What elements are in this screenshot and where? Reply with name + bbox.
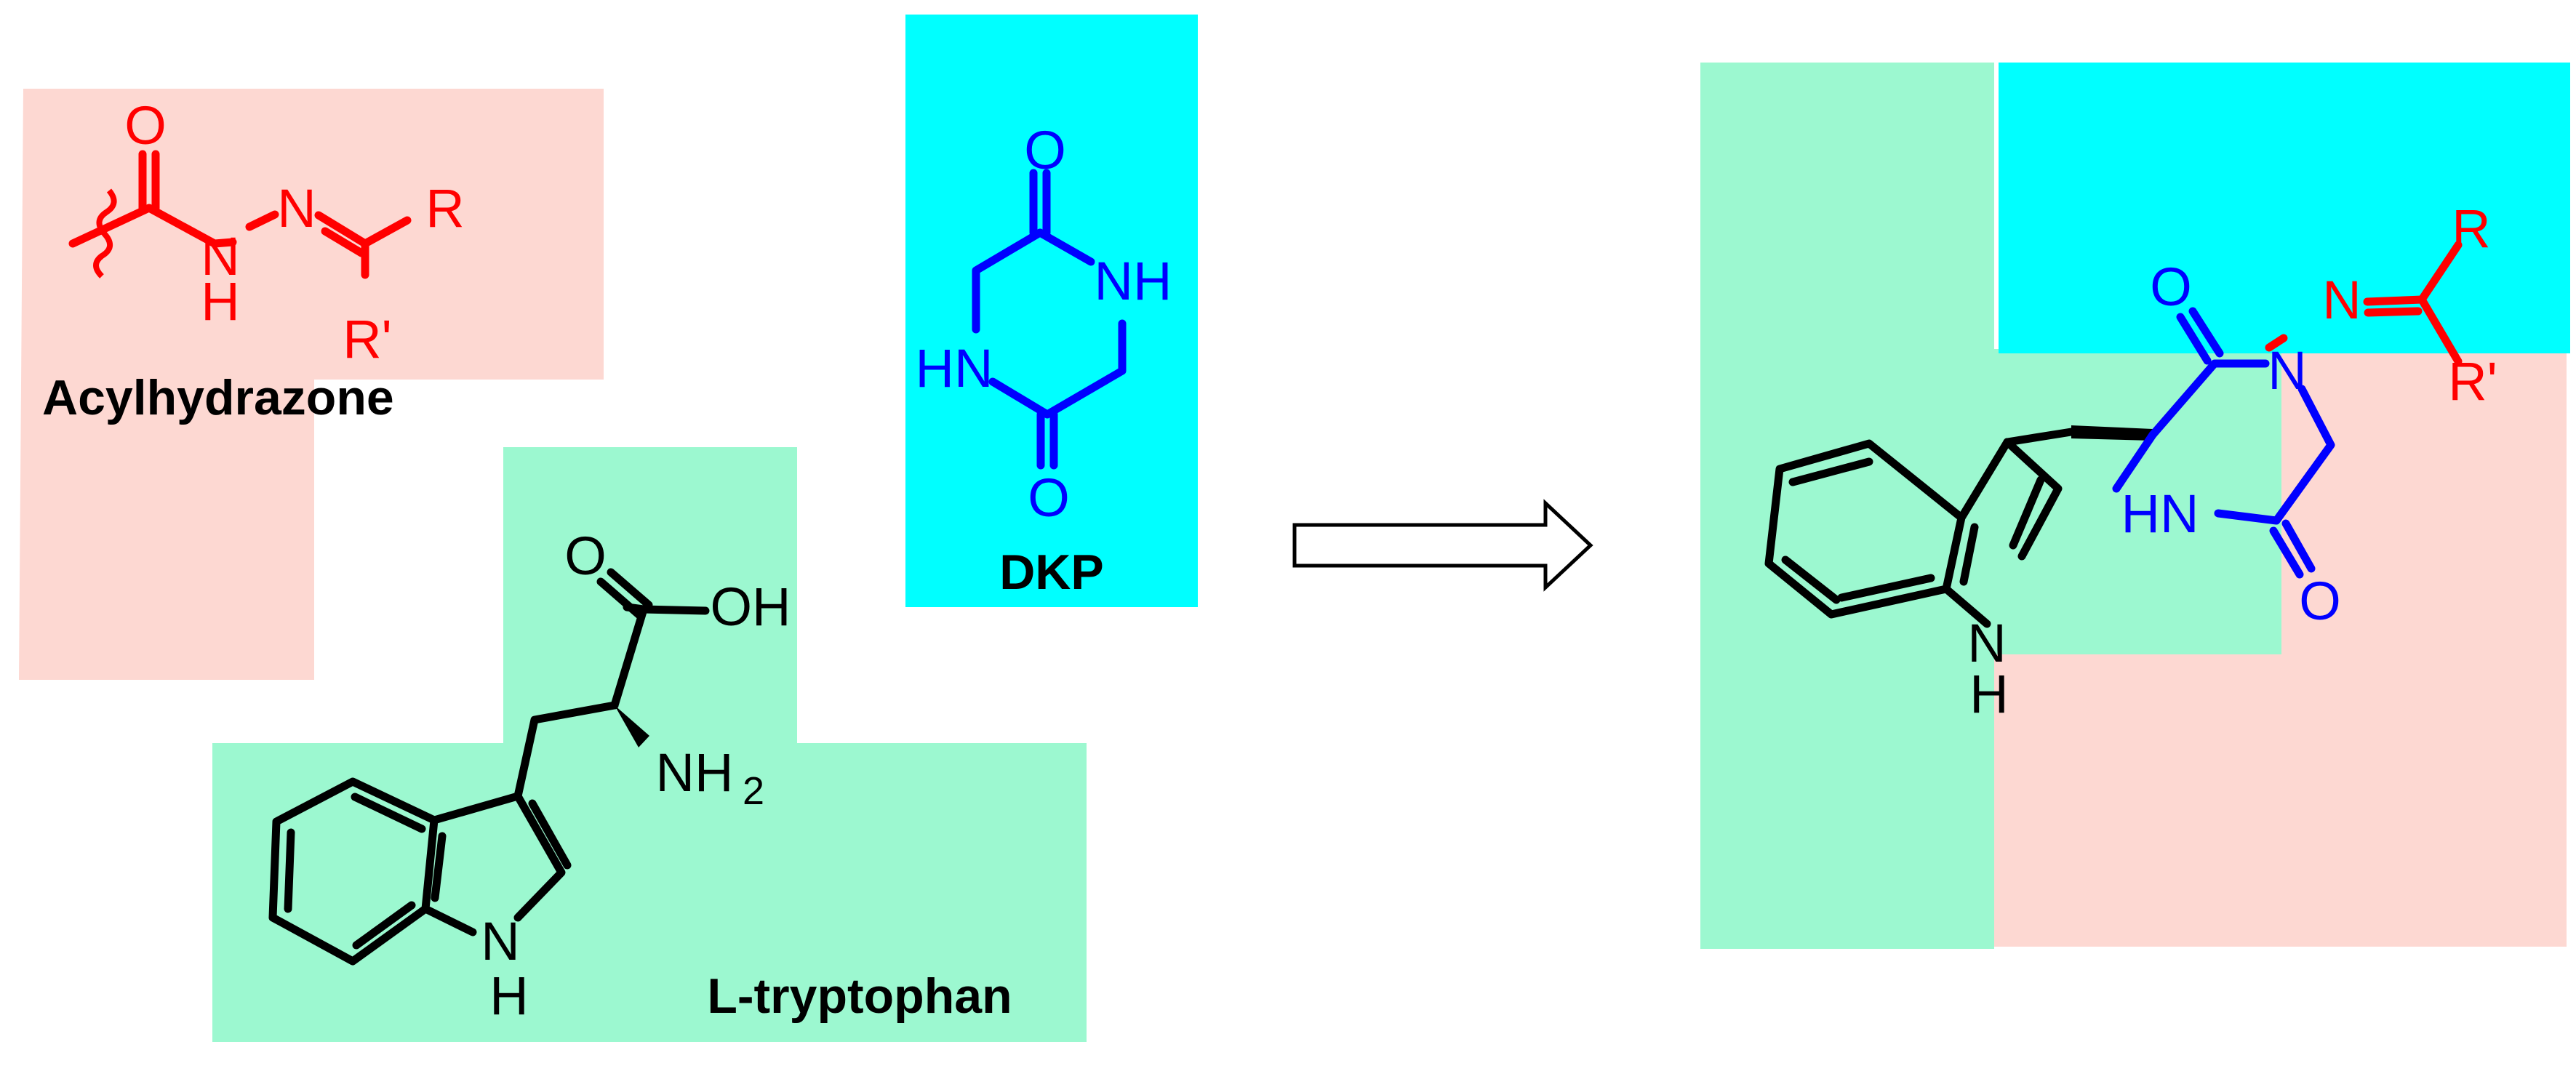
tryptophan-structure: O OH NH 2 N H (268, 526, 791, 1026)
acylhydrazone-highlight (19, 89, 604, 680)
hollow-right-arrow-icon (1292, 499, 1593, 592)
dkp-atom-o-bottom: O (1028, 468, 1070, 528)
tryptophan-caption: L-tryptophan (707, 968, 1012, 1024)
tryptophan-atom-oh: OH (711, 577, 791, 637)
product-atom-o-top: O (2150, 257, 2192, 317)
acylhydrazone-atom-o: O (124, 95, 167, 156)
product-atom-r-prime: R' (2448, 351, 2497, 412)
dkp-atom-nh-right: NH (1095, 251, 1172, 311)
product-tryptophan-overlap-highlight (1994, 349, 2281, 654)
tryptophan-atom-indole-h: H (489, 966, 528, 1026)
tryptophan-atom-nh2: NH (656, 742, 734, 803)
product-atom-indole-n: N (1967, 613, 2006, 673)
product-atom-indole-h: H (1969, 664, 2008, 724)
product-atom-r: R (2452, 198, 2490, 259)
tryptophan-atom-nh2-subscript: 2 (743, 769, 764, 813)
acylhydrazone-structure: O N H N R R' (68, 95, 465, 369)
tryptophan-atom-indole-n: N (481, 911, 519, 971)
product-atom-hn: HN (2121, 484, 2199, 544)
product-dkp-highlight (1999, 63, 2570, 353)
dkp-highlight (905, 15, 1198, 607)
tryptophan-atom-o: O (564, 526, 607, 586)
product-structure: O N N R R' HN O N H (1764, 198, 2497, 724)
acylhydrazone-caption: Acylhydrazone (42, 370, 394, 425)
acylhydrazone-atom-n: N (277, 178, 316, 238)
product-atom-o-bottom: O (2299, 571, 2341, 631)
product-atom-n-imine: N (2322, 270, 2361, 330)
dkp-structure: O NH HN O (916, 120, 1172, 528)
acylhydrazone-atom-nh-h: H (201, 271, 239, 332)
acylhydrazone-atom-r-prime: R' (343, 309, 392, 369)
acylhydrazone-atom-nh-n: N (201, 226, 239, 286)
product-atom-n-ring: N (2268, 340, 2306, 401)
dkp-atom-hn-left: HN (916, 338, 993, 398)
dkp-atom-o-top: O (1024, 120, 1066, 180)
dkp-caption: DKP (999, 545, 1104, 600)
acylhydrazone-atom-r: R (425, 178, 464, 238)
